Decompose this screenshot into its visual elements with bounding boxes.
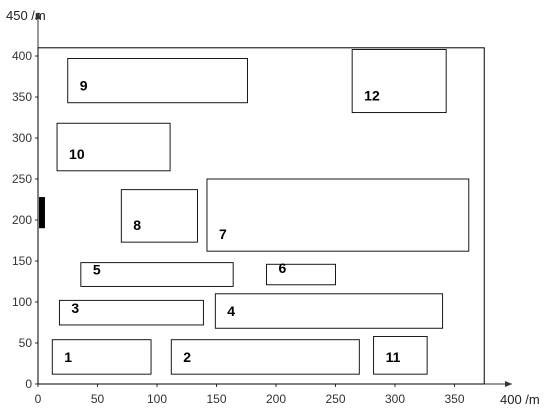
- building-4: 4: [214, 293, 444, 329]
- building-7-outline: [206, 178, 470, 252]
- building-1-label: 1: [64, 349, 72, 365]
- building-3: 3: [58, 299, 204, 326]
- building-8-outline: [120, 189, 198, 243]
- building-1: 1: [51, 339, 152, 375]
- x-tick-label: 50: [91, 392, 105, 406]
- x-tick-label: 0: [35, 392, 42, 406]
- building-6-outline: [266, 263, 336, 286]
- building-6: 6: [266, 260, 336, 286]
- building-3-outline: [58, 299, 204, 326]
- building-7-label: 7: [219, 226, 227, 242]
- building-11: 11: [373, 335, 428, 375]
- building-8-label: 8: [133, 217, 141, 233]
- building-11-outline: [373, 335, 428, 375]
- site-boundary: [37, 47, 485, 385]
- building-7: 7: [206, 178, 470, 252]
- building-12: 12: [351, 48, 447, 114]
- x-axis-ticks: 0 50 100 150 200 250 300 350: [35, 384, 465, 406]
- building-1-outline: [51, 339, 152, 375]
- building-4-label: 4: [227, 303, 235, 319]
- building-12-outline: [351, 48, 447, 114]
- building-10-label: 10: [69, 146, 85, 162]
- building-10: 10: [56, 122, 171, 172]
- x-tick-label: 200: [266, 392, 286, 406]
- building-2-outline: [170, 339, 360, 375]
- x-tick-label: 250: [325, 392, 345, 406]
- y-tick-label: 200: [12, 213, 32, 227]
- y-axis-arrow: [35, 12, 41, 19]
- y-tick-label: 400: [12, 49, 32, 63]
- building-2: 2: [170, 339, 360, 375]
- building-10-outline: [56, 122, 171, 172]
- building-8: 8: [120, 189, 198, 243]
- y-tick-label: 50: [19, 336, 33, 350]
- x-tick-label: 350: [444, 392, 464, 406]
- x-axis-arrow: [505, 381, 512, 387]
- building-5-outline: [80, 262, 234, 287]
- y-tick-label: 300: [12, 131, 32, 145]
- y-axis-ticks: 0 50 100 150 200 250 300 350 400: [12, 49, 38, 391]
- x-tick-label: 300: [385, 392, 405, 406]
- x-tick-label: 150: [206, 392, 226, 406]
- x-axis-unit-label: 400 /m: [500, 392, 540, 407]
- building-12-label: 12: [364, 88, 380, 104]
- y-tick-label: 0: [25, 377, 32, 391]
- y-tick-label: 250: [12, 172, 32, 186]
- building-2-label: 2: [183, 349, 191, 365]
- building-5: 5: [80, 261, 234, 287]
- building-6-label: 6: [278, 260, 286, 276]
- building-9-outline: [67, 58, 248, 104]
- building-9-label: 9: [80, 78, 88, 94]
- building-4-outline: [214, 293, 444, 329]
- site-boundary-group: [37, 47, 485, 385]
- x-tick-label: 100: [147, 392, 167, 406]
- y-tick-label: 150: [12, 254, 32, 268]
- building-11-label: 11: [386, 349, 401, 365]
- building-3-label: 3: [71, 300, 79, 316]
- y-tick-label: 350: [12, 90, 32, 104]
- entrance-marker: [39, 197, 45, 229]
- y-axis-unit-label: 450 /m: [6, 8, 46, 23]
- y-tick-label: 100: [12, 295, 32, 309]
- building-9: 9: [67, 58, 248, 104]
- building-5-label: 5: [93, 261, 101, 277]
